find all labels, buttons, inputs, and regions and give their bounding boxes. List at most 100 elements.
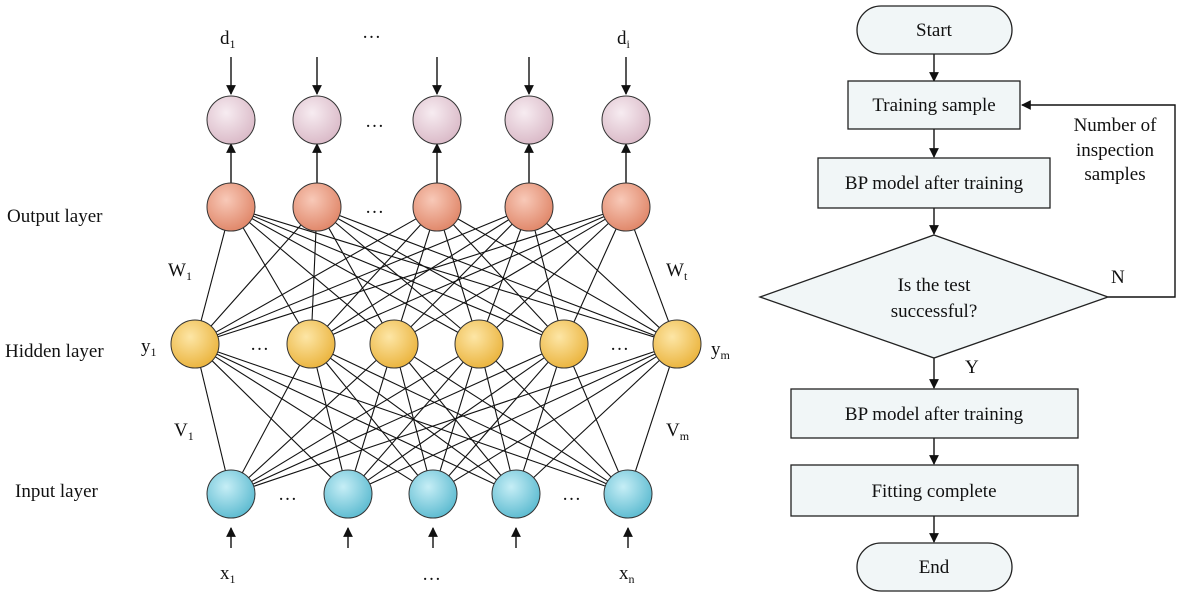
d-last-label: di [617, 28, 631, 51]
output-node [206, 182, 256, 232]
input-layer-label: Input layer [15, 481, 99, 502]
connection-line [217, 213, 604, 338]
hidden-nodes [170, 319, 702, 369]
connection-line [200, 367, 226, 471]
end-terminal [856, 542, 1013, 592]
connection-line [339, 215, 655, 336]
connection-line [215, 356, 413, 482]
hidden-node [652, 319, 702, 369]
decision-line-2: successful? [891, 301, 978, 322]
connection-line [242, 227, 300, 324]
connection-line [496, 222, 609, 329]
connection-line [331, 219, 509, 332]
input-node [491, 469, 541, 519]
connection-line [413, 356, 609, 482]
output-node [504, 182, 554, 232]
flowchart: Start Training sample BP model after tra… [758, 5, 1176, 592]
hidden-node [369, 319, 419, 369]
ellipsis-output: … [365, 197, 384, 218]
output-nodes [206, 182, 651, 232]
connection-line [325, 362, 419, 476]
connection-line [215, 218, 417, 333]
loop-note-line-1: Number of [1074, 115, 1158, 136]
y-last-label: ym [711, 339, 731, 362]
training-sample-box [847, 80, 1021, 130]
output-node [412, 182, 462, 232]
ellipsis-input-left: … [278, 484, 297, 505]
connection-line [326, 224, 422, 327]
hidden-output-connections [200, 213, 670, 338]
loop-note-line-3: samples [1084, 164, 1145, 185]
connection-line [486, 229, 522, 322]
bp-model-label-2: BP model after training [845, 404, 1024, 425]
ellipsis-input-right: … [562, 484, 581, 505]
connection-line [252, 353, 543, 485]
connection-line [248, 359, 377, 479]
connection-line [495, 360, 612, 478]
input-node [206, 469, 256, 519]
target-node [292, 95, 342, 145]
connection-line [328, 227, 383, 324]
connection-line [546, 222, 660, 329]
v-last-label: Vm [666, 420, 690, 443]
connection-line [311, 230, 317, 321]
hidden-node [286, 319, 336, 369]
input-node [603, 469, 653, 519]
yes-branch-label: Y [965, 357, 979, 378]
d-first-label: d1 [220, 28, 236, 51]
connection-line [634, 366, 671, 472]
input-arrows [226, 527, 633, 548]
connection-line [200, 230, 226, 321]
fitting-complete-box [790, 464, 1079, 517]
connection-line [363, 361, 464, 477]
connection-line [400, 229, 431, 322]
connection-line [337, 218, 544, 333]
input-node [408, 469, 458, 519]
target-node [206, 95, 256, 145]
training-sample-label: Training sample [872, 95, 995, 116]
input-node [323, 469, 373, 519]
hidden-node [454, 319, 504, 369]
bp-model-box-2 [790, 388, 1079, 439]
x-first-label: x1 [220, 563, 236, 586]
connection-line [332, 216, 605, 335]
connection-line [253, 213, 655, 338]
connection-line [332, 353, 607, 485]
connection-line [573, 228, 617, 323]
connection-line [484, 367, 511, 471]
fitting-complete-label: Fitting complete [871, 481, 996, 502]
connection-line [369, 353, 656, 485]
output-to-target-arrows [226, 143, 631, 183]
ellipsis-bottom: … [422, 564, 441, 585]
connection-line [316, 367, 343, 471]
target-arrows [226, 57, 631, 95]
connection-line [453, 356, 657, 482]
connection-line [410, 223, 513, 328]
w-first-label: W1 [168, 260, 192, 283]
ellipsis-target: … [365, 111, 384, 132]
no-branch-label: N [1111, 267, 1125, 288]
ellipsis-top: … [362, 22, 381, 43]
output-node [292, 182, 342, 232]
x-last-label: xn [619, 563, 635, 586]
hidden-node [170, 319, 220, 369]
connection-line [334, 222, 462, 329]
input-nodes [206, 469, 653, 519]
hidden-node [539, 319, 589, 369]
connection-line [210, 224, 302, 327]
connection-line [251, 355, 459, 483]
connection-line [443, 229, 473, 322]
connection-line [241, 364, 301, 474]
connection-line [452, 224, 549, 327]
y-first-label: y1 [141, 336, 157, 359]
connection-line [448, 361, 549, 477]
ellipsis-hidden-left: … [250, 334, 269, 355]
connection-line [522, 366, 558, 472]
ellipses: … … … … … … … … [250, 22, 629, 585]
ellipsis-hidden-right: … [610, 334, 629, 355]
connection-line [457, 218, 657, 333]
decision-line-1: Is the test [898, 275, 972, 296]
bp-model-label-1: BP model after training [845, 173, 1024, 194]
target-nodes [206, 95, 651, 145]
connection-line [534, 230, 559, 321]
